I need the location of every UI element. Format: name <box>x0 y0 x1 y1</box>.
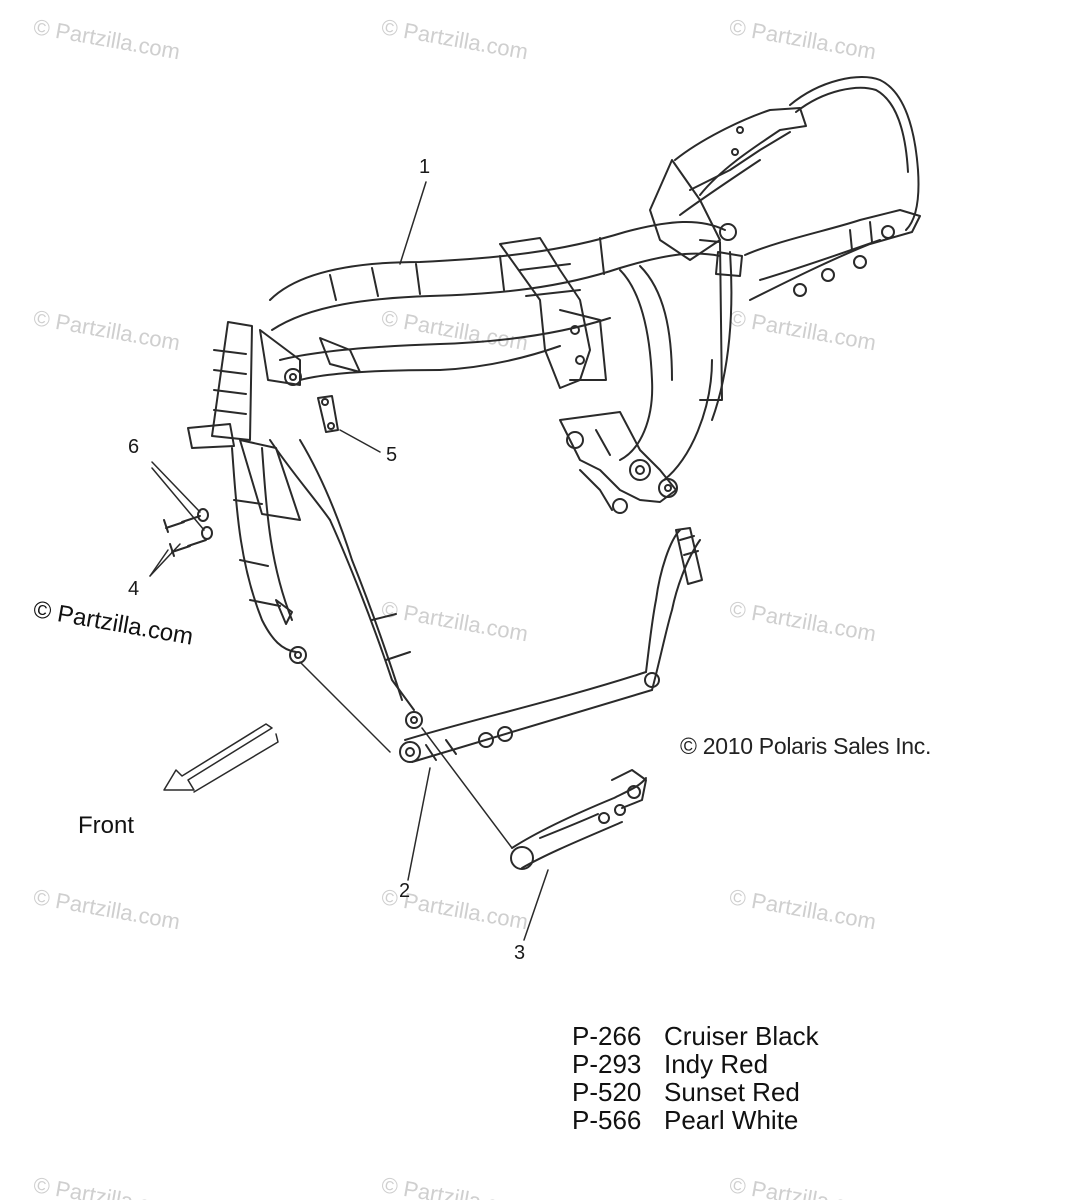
paint-name: Sunset Red <box>664 1077 800 1107</box>
paint-name: Pearl White <box>664 1105 799 1135</box>
paint-code-row: P-266 Cruiser Black <box>572 1022 819 1050</box>
paint-name: Cruiser Black <box>664 1021 819 1051</box>
callout-2: 2 <box>399 880 411 902</box>
front-label: Front <box>78 812 135 839</box>
bolts-and-washers-part <box>163 508 213 557</box>
paint-code-row: P-520 Sunset Red <box>572 1078 819 1106</box>
paint-code: P-266 <box>572 1021 642 1051</box>
paint-code: P-566 <box>572 1105 642 1135</box>
callout-1: 1 <box>419 156 431 178</box>
callout-4: 4 <box>128 578 140 600</box>
small-bracket-part <box>317 395 339 433</box>
front-direction-arrow <box>163 723 279 793</box>
callout-6: 6 <box>128 436 140 458</box>
paint-code: P-293 <box>572 1049 642 1079</box>
footpeg-bracket-part <box>510 769 647 870</box>
paint-code: P-520 <box>572 1077 642 1107</box>
paint-name: Indy Red <box>664 1049 769 1079</box>
callout-3: 3 <box>514 942 526 964</box>
main-frame-part <box>187 76 921 729</box>
copyright-notice: © 2010 Polaris Sales Inc. <box>680 733 932 759</box>
paint-code-list: P-266 Cruiser Black P-293 Indy Red P-520 Su… <box>572 1022 819 1134</box>
front-crossbar-part <box>399 527 703 763</box>
callout-5: 5 <box>386 444 398 466</box>
paint-code-row: P-293 Indy Red <box>572 1050 819 1078</box>
paint-code-row: P-566 Pearl White <box>572 1106 819 1134</box>
leader-lines <box>149 181 549 941</box>
